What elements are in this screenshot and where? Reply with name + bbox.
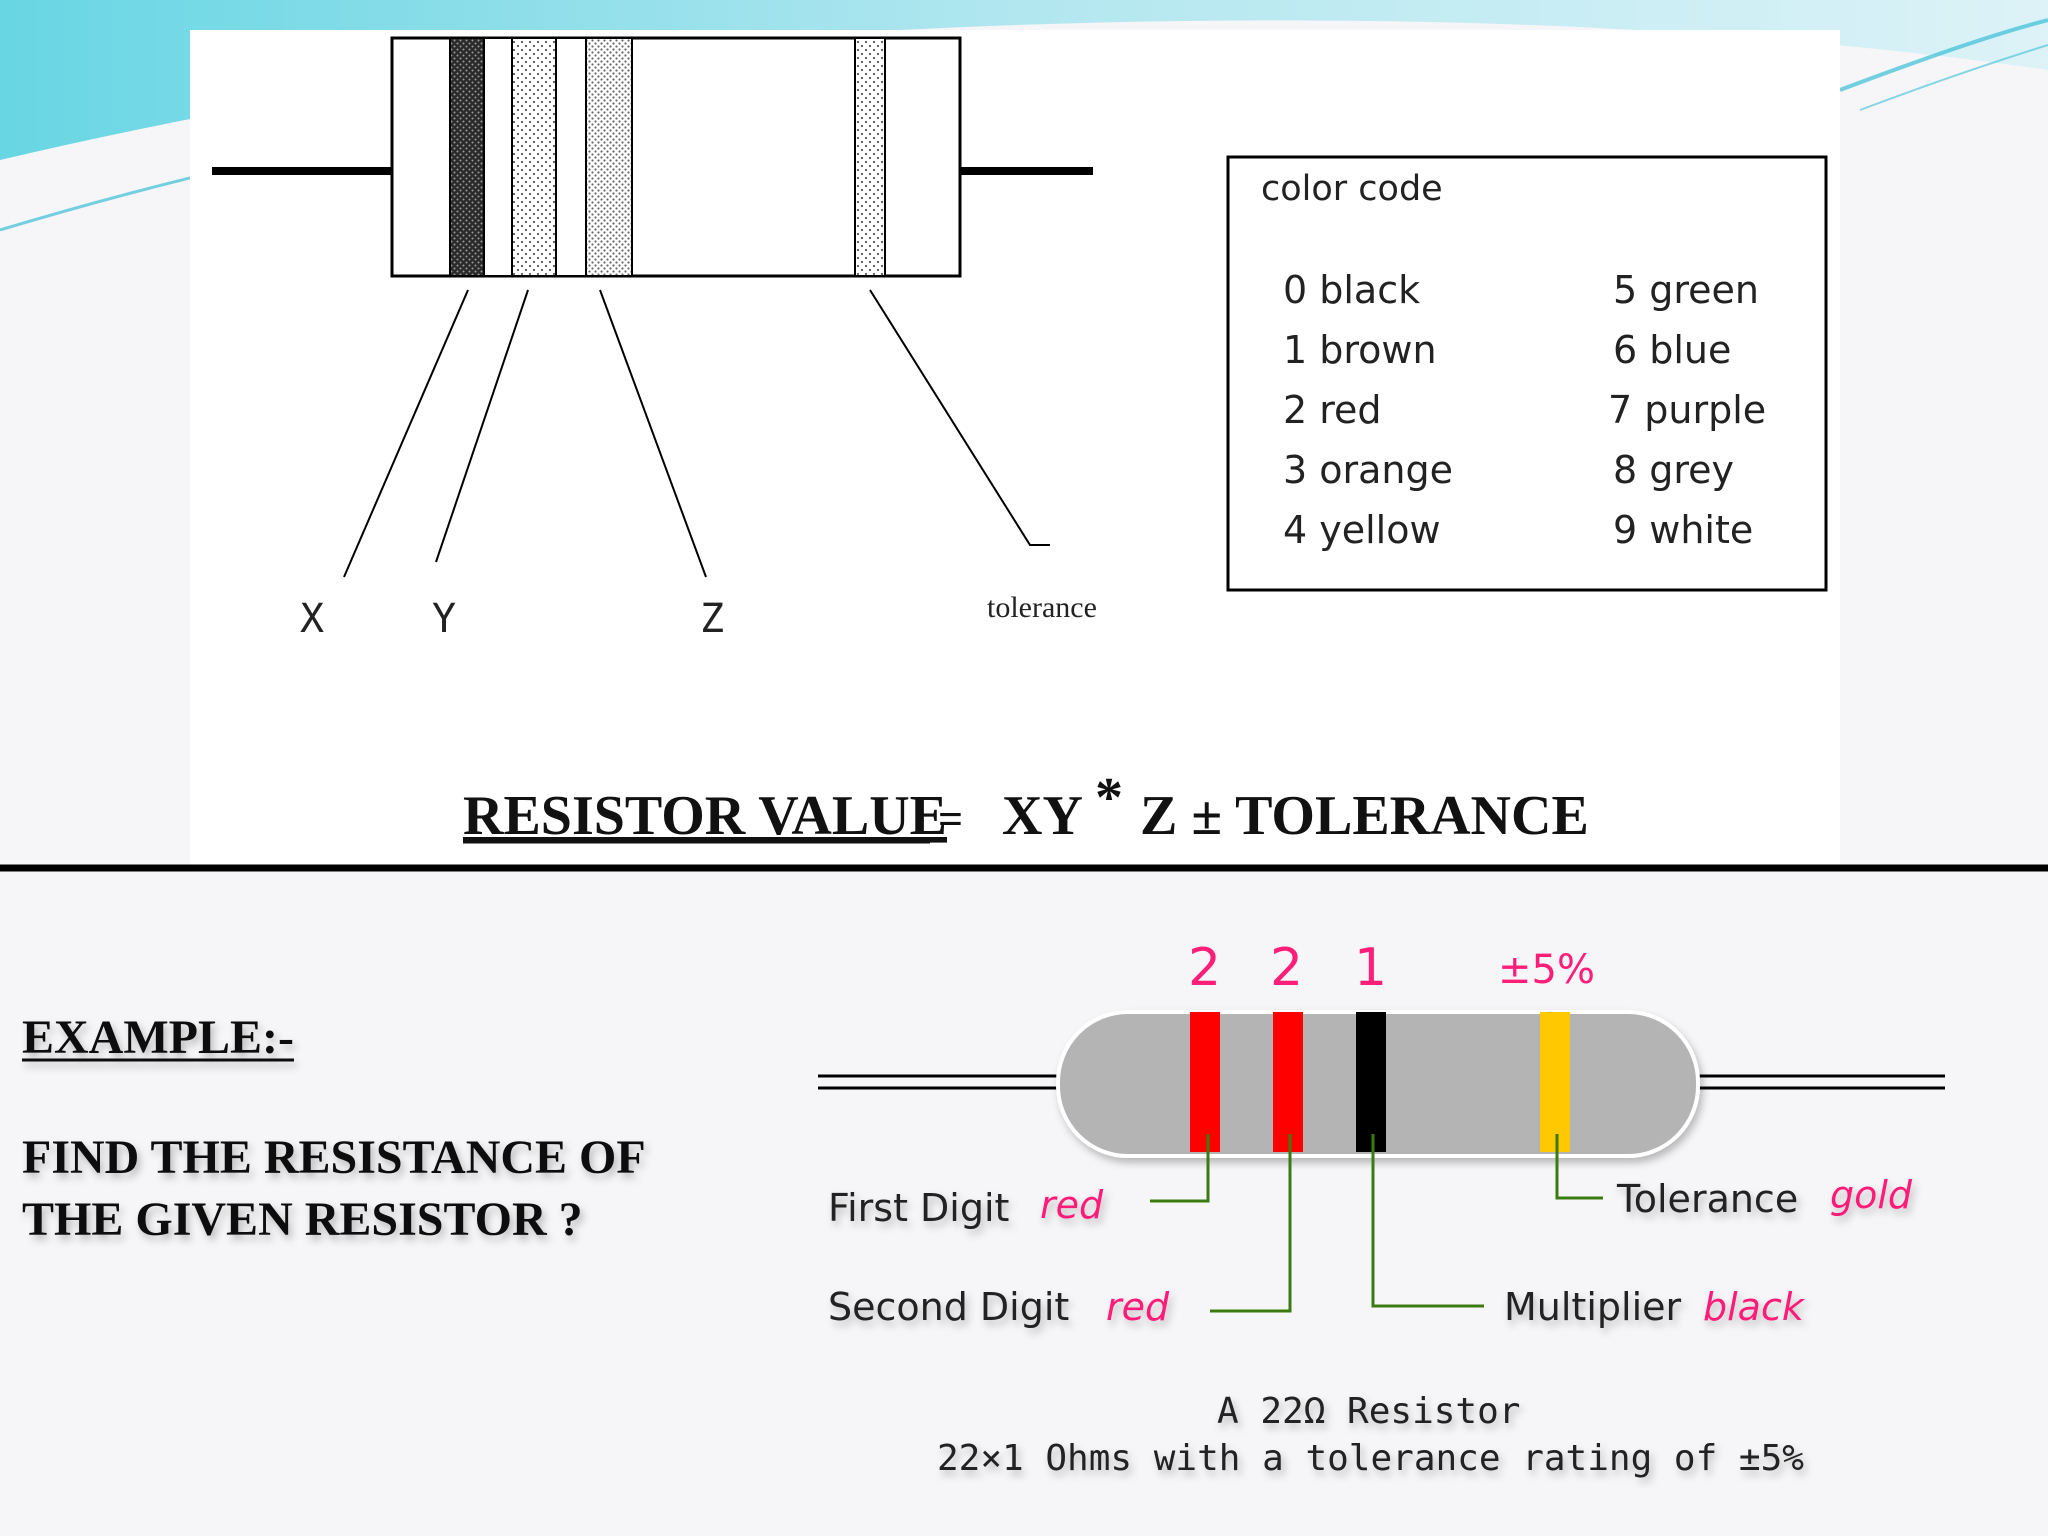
color-code-left-1: 1 brown <box>1283 328 1437 372</box>
color-code-left-3: 3 orange <box>1283 448 1453 492</box>
color-code-right-6: 6 blue <box>1613 328 1731 372</box>
formula-equals: = <box>938 795 963 844</box>
formula: RESISTOR VALUE = XY * Z ± TOLERANCE <box>463 767 1589 847</box>
example-band-multiplier <box>1356 1012 1386 1152</box>
color-code-left-2: 2 red <box>1283 388 1382 432</box>
callout-second-label: Second Digit <box>828 1285 1069 1329</box>
callout-tolerance-value: gold <box>1830 1173 1913 1217</box>
callout-lines <box>1150 1134 1603 1313</box>
pointer-tolerance <box>869 289 1050 546</box>
example-resistor-diagram: 2 2 1 ±5% First Digit red Second Digit r… <box>818 938 1945 1479</box>
callout-tolerance-label: Tolerance <box>1616 1177 1798 1221</box>
formula-star: * <box>1095 767 1123 829</box>
callout-second-value: red <box>1106 1285 1170 1329</box>
caption-line1: A 22Ω Resistor <box>1217 1391 1520 1432</box>
color-code-left-0: 0 black <box>1283 268 1420 312</box>
example-number-tolerance: ±5% <box>1498 947 1595 993</box>
color-code-left-4: 4 yellow <box>1283 508 1441 552</box>
color-code-right-5: 5 green <box>1613 268 1759 312</box>
band-spacer <box>483 37 513 277</box>
example-question-line2: THE GIVEN RESISTOR ? <box>22 1193 583 1246</box>
callout-first-label: First Digit <box>828 1186 1009 1230</box>
example-caption: A 22Ω Resistor 22×1 Ohms with a toleranc… <box>937 1391 1804 1479</box>
example-band-second <box>1273 1012 1303 1152</box>
example-number-first: 2 <box>1188 938 1221 998</box>
example-leads <box>818 1074 1945 1090</box>
color-code-right-9: 9 white <box>1613 508 1753 552</box>
band-z <box>585 37 633 277</box>
color-code-right-7: 7 purple <box>1608 388 1766 432</box>
label-x: X <box>300 596 324 642</box>
color-code-box: color code 0 black 1 brown 2 red 3 orang… <box>1226 155 1828 592</box>
example-number-second: 2 <box>1270 938 1303 998</box>
color-code-frame <box>1226 155 1828 592</box>
formula-rest: Z ± TOLERANCE <box>1140 785 1589 847</box>
callout-multiplier-label: Multiplier <box>1504 1285 1682 1329</box>
example-band-tolerance <box>1540 1012 1570 1152</box>
resistor-diagram: X Y Z tolerance <box>212 36 1097 642</box>
example-question-line1: FIND THE RESISTANCE OF <box>22 1131 646 1184</box>
example-band-first <box>1190 1012 1220 1152</box>
label-tolerance: tolerance <box>987 591 1097 624</box>
band-tolerance <box>854 37 886 277</box>
band-spacer-2 <box>555 37 587 277</box>
formula-label: RESISTOR VALUE <box>463 785 947 847</box>
formula-xy: XY <box>1002 785 1083 847</box>
callout-first-value: red <box>1040 1183 1104 1227</box>
example-text: EXAMPLE:- FIND THE RESISTANCE OF THE GIV… <box>22 1011 646 1246</box>
color-code-right-8: 8 grey <box>1613 448 1734 492</box>
example-heading: EXAMPLE:- <box>22 1011 294 1064</box>
callout-multiplier-value: black <box>1703 1285 1806 1329</box>
caption-line2: 22×1 Ohms with a tolerance rating of ±5% <box>937 1438 1804 1479</box>
pointer-y <box>435 289 529 563</box>
example-number-multiplier: 1 <box>1354 938 1387 998</box>
pointer-z <box>599 289 707 578</box>
label-z: Z <box>700 596 724 642</box>
band-y <box>511 37 557 277</box>
pointer-x <box>343 289 469 578</box>
callout-labels: First Digit red Second Digit red Multipl… <box>828 1173 1913 1329</box>
band-x <box>449 37 485 277</box>
color-code-title: color code <box>1261 169 1443 209</box>
label-y: Y <box>432 596 456 642</box>
